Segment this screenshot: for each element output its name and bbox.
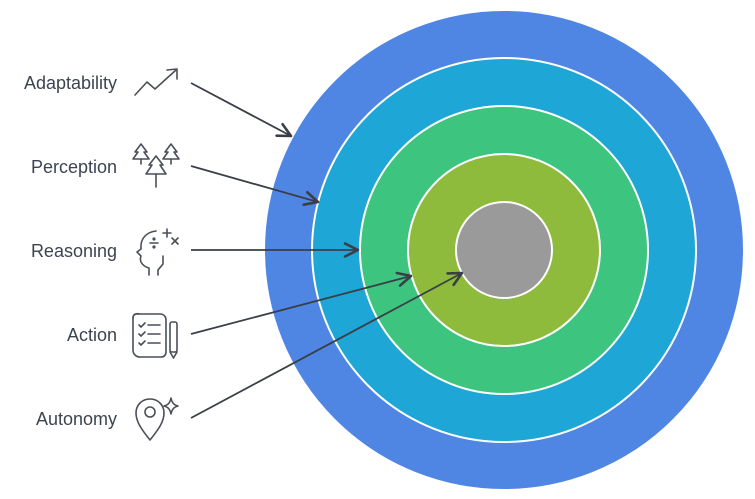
- label-adaptability: Adaptability: [24, 73, 117, 93]
- arrow-autonomy: [190, 271, 464, 419]
- label-action: Action: [67, 325, 117, 345]
- arrow-adaptability: [190, 82, 293, 138]
- label-autonomy: Autonomy: [36, 409, 117, 429]
- rings-group: [263, 9, 745, 491]
- label-reasoning: Reasoning: [31, 241, 117, 261]
- arrow-perception: [190, 165, 320, 206]
- ring-autonomy: [455, 201, 553, 299]
- arrow-action: [190, 271, 413, 335]
- location-sparkle-icon: [135, 397, 179, 441]
- trending-up-icon: [134, 68, 178, 96]
- labels-group: Adaptability Perception Reasoning Action…: [24, 73, 117, 429]
- label-perception: Perception: [31, 157, 117, 177]
- head-math-icon: [136, 228, 179, 276]
- trees-icon: [132, 143, 180, 188]
- arrows-group: [190, 82, 464, 419]
- checklist-scroll-icon: [132, 312, 178, 359]
